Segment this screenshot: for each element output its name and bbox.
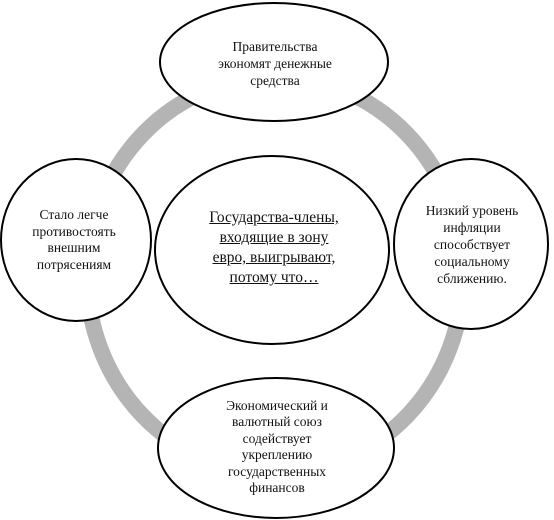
node-left-ellipse bbox=[0, 158, 152, 322]
node-bottom-text: Экономический и валютный союз содействуе… bbox=[226, 397, 328, 496]
node-top-text: Правительства экономят денежные средства bbox=[218, 38, 332, 88]
node-right-text: Низкий уровень инфляции способствует соц… bbox=[425, 202, 519, 286]
node-top-ellipse bbox=[159, 2, 389, 122]
center-text: Государства-члены, входящие в зону евро,… bbox=[209, 209, 339, 286]
node-left-text: Стало легче противостоять внешним потряс… bbox=[32, 207, 116, 272]
node-bottom-ellipse bbox=[157, 377, 395, 519]
node-right-ellipse bbox=[393, 158, 549, 330]
center-ellipse bbox=[154, 155, 390, 345]
